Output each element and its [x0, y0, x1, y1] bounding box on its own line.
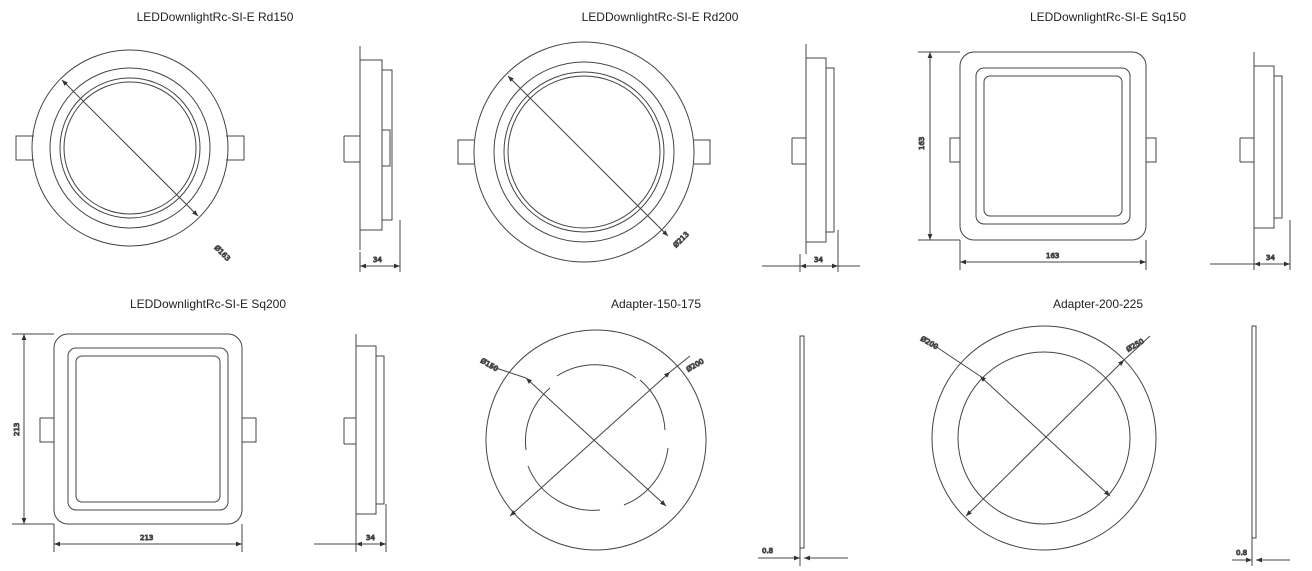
- adapter200-inner: Ø200: [919, 335, 939, 351]
- rd200-side-view: [762, 44, 860, 272]
- sq150-front-view: [918, 51, 1157, 270]
- rd150-front-view: [15, 49, 245, 247]
- sq200-depth: 34: [366, 534, 375, 542]
- rd150-diameter: Ø163: [213, 244, 232, 263]
- adapter-150-side: [758, 335, 848, 566]
- sq200-width: 213: [140, 534, 153, 542]
- sq150-depth: 34: [1266, 254, 1275, 262]
- title-sq200: LEDDownlightRc-SI-E Sq200: [129, 297, 287, 311]
- adapter150-inner: Ø150: [479, 357, 499, 373]
- adapter-200-ring: [931, 325, 1157, 551]
- adapter150-thickness: 0.8: [762, 547, 773, 555]
- title-rd200: LEDDownlightRc-SI-E Rd200: [581, 10, 739, 24]
- title-adapter-150: Adapter-150-175: [610, 297, 702, 311]
- title-sq150: LEDDownlightRc-SI-E Sq150: [1029, 10, 1187, 24]
- sq150-height: 163: [918, 137, 926, 150]
- adapter200-thickness: 0.8: [1236, 549, 1247, 557]
- rd200-depth: 34: [814, 256, 823, 264]
- rd150-depth: 34: [373, 256, 382, 264]
- sq150-width: 163: [1046, 252, 1059, 260]
- adapter-150-ring: [485, 329, 707, 551]
- rd150-side-view: [343, 46, 401, 272]
- sq150-side-view: [1210, 52, 1291, 270]
- title-rd150: LEDDownlightRc-SI-E Rd150: [136, 10, 294, 24]
- sq200-front-view: [12, 333, 257, 552]
- title-adapter-200: Adapter-200-225: [1052, 297, 1144, 311]
- adapter150-outer: Ø200: [685, 357, 705, 373]
- rd200-front-view: [457, 41, 711, 263]
- sq200-height: 213: [13, 423, 21, 436]
- adapter-200-side: [1232, 325, 1290, 566]
- adapter200-outer: Ø250: [1125, 337, 1145, 353]
- sq200-side-view: [314, 334, 387, 552]
- rd200-diameter: Ø213: [672, 230, 691, 249]
